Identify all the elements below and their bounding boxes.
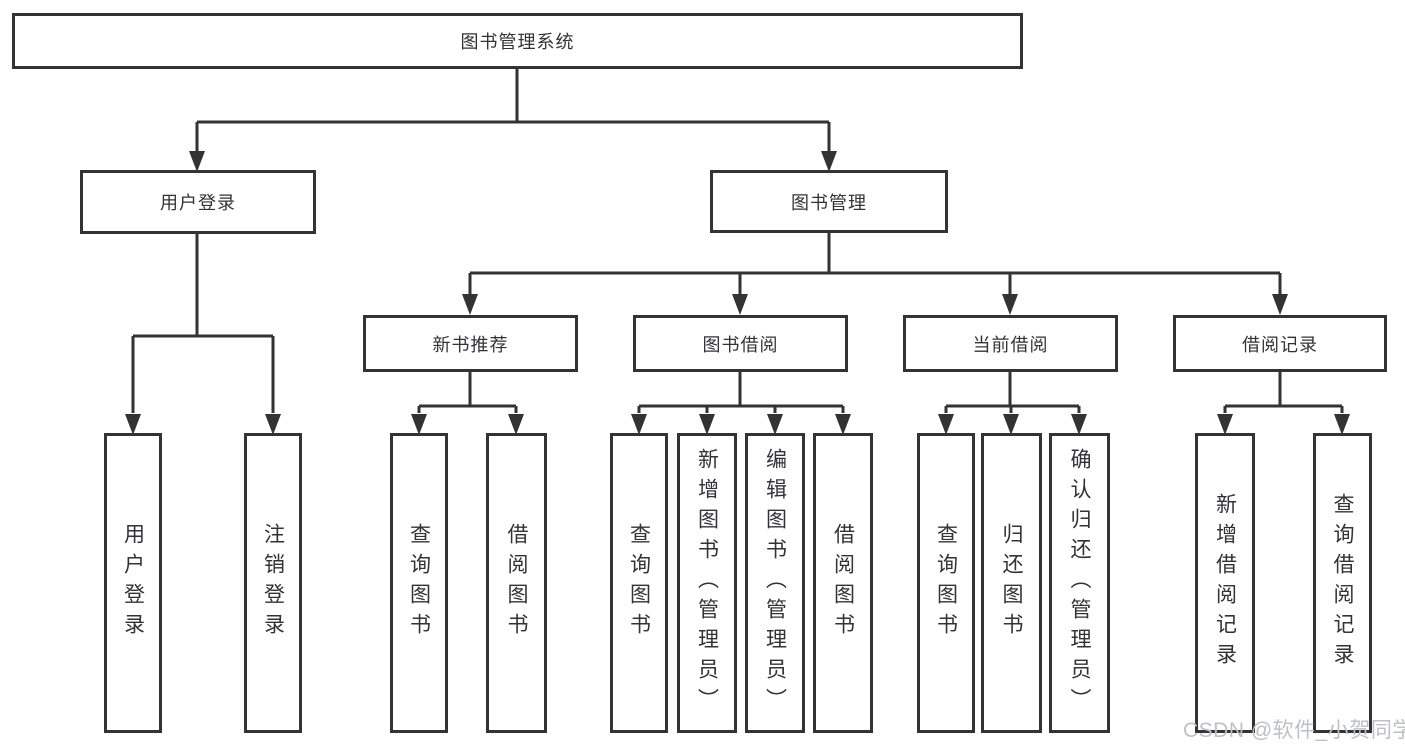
leaf-add-borrow-record: 新增借阅记录 [1195, 433, 1255, 733]
leaf-user-login: 用户登录 [104, 433, 162, 733]
csdn-watermark: CSDN @软件_小贺同学 [1183, 719, 1405, 742]
node-book-management: 图书管理 [710, 170, 948, 233]
node-label: 新增借阅记录 [1213, 493, 1237, 673]
node-label: 图书管理系统 [460, 32, 575, 52]
node-label: 新书推荐 [432, 334, 509, 355]
node-label: 用户登录 [121, 523, 145, 643]
node-borrowing-records: 借阅记录 [1173, 315, 1387, 372]
node-label: 查询图书 [407, 523, 431, 643]
node-label: 新增图书（管理员） [695, 448, 719, 718]
node-current-borrowing: 当前借阅 [903, 315, 1118, 372]
node-label: 当前借阅 [972, 334, 1049, 355]
node-label: 查询图书 [627, 523, 651, 643]
node-label: 借阅记录 [1242, 334, 1318, 355]
node-book-borrowing: 图书借阅 [633, 315, 848, 372]
leaf-return-books: 归还图书 [981, 433, 1042, 733]
node-new-book-recommendation: 新书推荐 [363, 315, 578, 372]
node-label: 用户登录 [160, 193, 236, 213]
node-label: 查询图书 [934, 523, 958, 643]
node-library-management-system: 图书管理系统 [12, 13, 1023, 69]
leaf-query-borrow-record: 查询借阅记录 [1313, 433, 1372, 733]
leaf-edit-books-admin: 编辑图书（管理员） [745, 433, 805, 733]
leaf-query-books-borrowing: 查询图书 [610, 433, 668, 733]
leaf-borrow-books: 借阅图书 [813, 433, 873, 733]
node-label: 确认归还（管理员） [1068, 448, 1091, 718]
leaf-query-books-current: 查询图书 [917, 433, 975, 733]
node-label: 编辑图书（管理员） [763, 448, 787, 718]
leaf-query-books-recommend: 查询图书 [390, 433, 448, 733]
node-label: 查询借阅记录 [1331, 493, 1354, 673]
leaf-confirm-return-admin: 确认归还（管理员） [1049, 433, 1110, 733]
node-label: 归还图书 [1000, 523, 1023, 643]
leaf-logout: 注销登录 [244, 433, 302, 733]
leaf-borrow-books-recommend: 借阅图书 [486, 433, 547, 733]
node-label: 图书借阅 [702, 334, 779, 355]
node-user-login: 用户登录 [80, 170, 316, 234]
node-label: 注销登录 [261, 523, 285, 643]
leaf-add-books-admin: 新增图书（管理员） [677, 433, 737, 733]
node-label: 图书管理 [791, 192, 867, 213]
node-label: 借阅图书 [831, 523, 855, 643]
node-label: 借阅图书 [505, 523, 528, 643]
